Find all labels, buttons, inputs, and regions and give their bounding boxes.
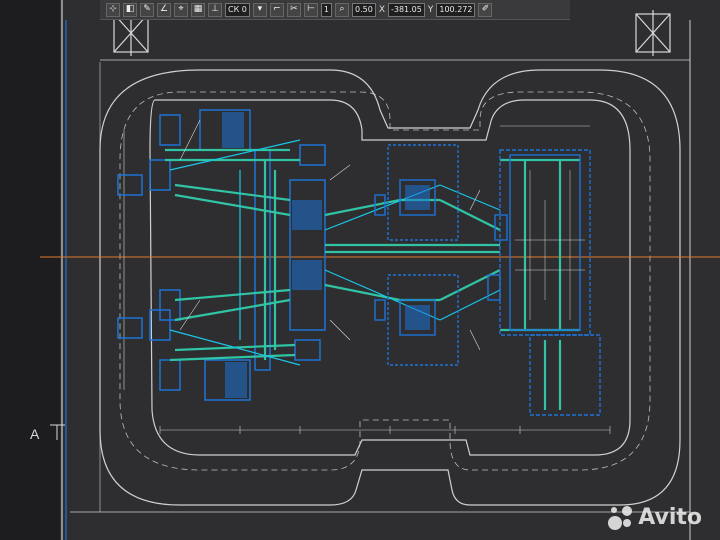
measure-icon[interactable]: ⌖: [174, 2, 188, 17]
zoom-icon[interactable]: ⌕: [335, 2, 349, 17]
coord-system-select[interactable]: СК 0: [225, 2, 250, 17]
zoom-field[interactable]: 0.50: [352, 2, 376, 17]
ortho-icon[interactable]: ⊥: [208, 2, 222, 17]
line-weight-select[interactable]: 1: [320, 2, 332, 17]
line-style-icon[interactable]: ⊢: [303, 2, 318, 17]
equipment-middle-fill: [405, 185, 430, 330]
equipment-middle: [374, 144, 459, 366]
section-letter: A: [30, 426, 40, 442]
x-coordinate-field[interactable]: -381.05: [387, 2, 425, 17]
sheet-frame: [61, 0, 691, 540]
road-outline: [99, 69, 681, 506]
y-coordinate-field[interactable]: 100.272: [436, 2, 476, 17]
trim-icon[interactable]: ✂: [286, 2, 301, 17]
snap-icon[interactable]: ⊹: [106, 2, 120, 17]
equipment-left-fill: [222, 112, 322, 398]
piping-network: [165, 148, 580, 410]
layer-icon[interactable]: ◧: [123, 2, 137, 17]
equipment-right-detail: [515, 170, 585, 320]
step-icon[interactable]: ⌐: [269, 2, 284, 17]
avito-brand-text: Avito: [638, 504, 702, 530]
grid-icon[interactable]: ▦: [191, 2, 205, 17]
y-label: Y: [427, 4, 434, 15]
left-panel-dark: [0, 0, 60, 540]
annotations: [179, 119, 481, 351]
x-label: X: [378, 4, 385, 15]
chevron-down-icon[interactable]: ▾: [252, 2, 267, 17]
dimension-lines: [123, 125, 611, 434]
section-marker: [50, 424, 65, 440]
angle-icon[interactable]: ∠: [157, 2, 171, 17]
eyedropper-icon[interactable]: ✐: [478, 2, 493, 17]
piping-network-cyan: [169, 139, 501, 366]
road-outline-dashed: [119, 91, 651, 471]
equipment-left: [117, 109, 326, 401]
tower-right: [635, 10, 671, 56]
avito-watermark: Avito: [608, 504, 702, 530]
equipment-right: [487, 149, 601, 416]
avito-logo-icon: [608, 504, 634, 530]
pen-icon[interactable]: ✎: [140, 2, 154, 17]
cad-toolbar: ⊹ ◧ ✎ ∠ ⌖ ▦ ⊥ СК 0 ▾ ⌐ ✂ ⊢ 1 ⌕ 0.50 X -3…: [100, 0, 570, 20]
